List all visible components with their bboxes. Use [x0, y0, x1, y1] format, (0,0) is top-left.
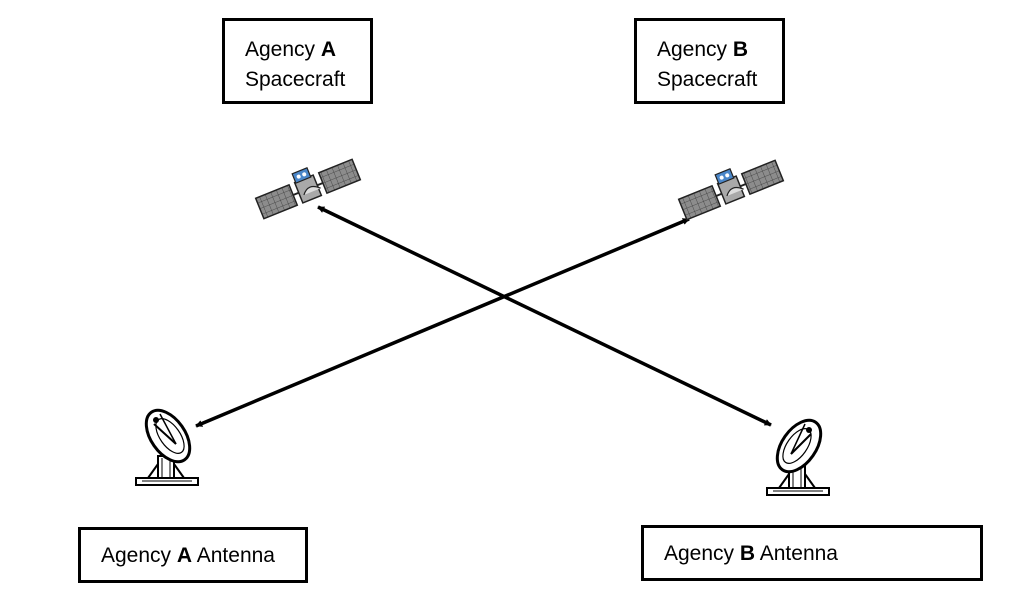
agency-b-antenna-label: Agency B Antenna [641, 525, 983, 581]
link-b-spacecraft-to-a-antenna [195, 217, 690, 428]
agency-a-antenna-letter: A [176, 544, 193, 567]
agency-a-spacecraft-prefix: Agency [245, 38, 321, 61]
agency-a-spacecraft-satellite-icon [254, 158, 362, 220]
agency-a-antenna-satellite-dish-icon [135, 408, 199, 486]
agency-a-spacecraft-line2: Spacecraft [245, 68, 346, 91]
agency-a-spacecraft-letter: A [320, 38, 337, 61]
agency-a-antenna-prefix: Agency [101, 544, 177, 567]
agency-b-antenna-prefix: Agency [664, 542, 740, 565]
agency-b-antenna-satellite-dish-icon [766, 418, 830, 496]
agency-a-antenna-label: Agency A Antenna [78, 527, 308, 583]
link-a-spacecraft-to-b-antenna [317, 205, 772, 427]
agency-a-spacecraft-label: Agency A Spacecraft [222, 18, 373, 104]
agency-b-spacecraft-label: Agency B Spacecraft [634, 18, 785, 104]
agency-b-spacecraft-line2: Spacecraft [657, 68, 758, 91]
agency-b-antenna-letter: B [739, 542, 756, 565]
agency-b-spacecraft-prefix: Agency [657, 38, 733, 61]
agency-b-spacecraft-satellite-icon [677, 159, 785, 221]
agency-b-spacecraft-letter: B [732, 38, 749, 61]
agency-a-antenna-suffix: Antenna [192, 544, 275, 567]
agency-b-antenna-suffix: Antenna [755, 542, 838, 565]
